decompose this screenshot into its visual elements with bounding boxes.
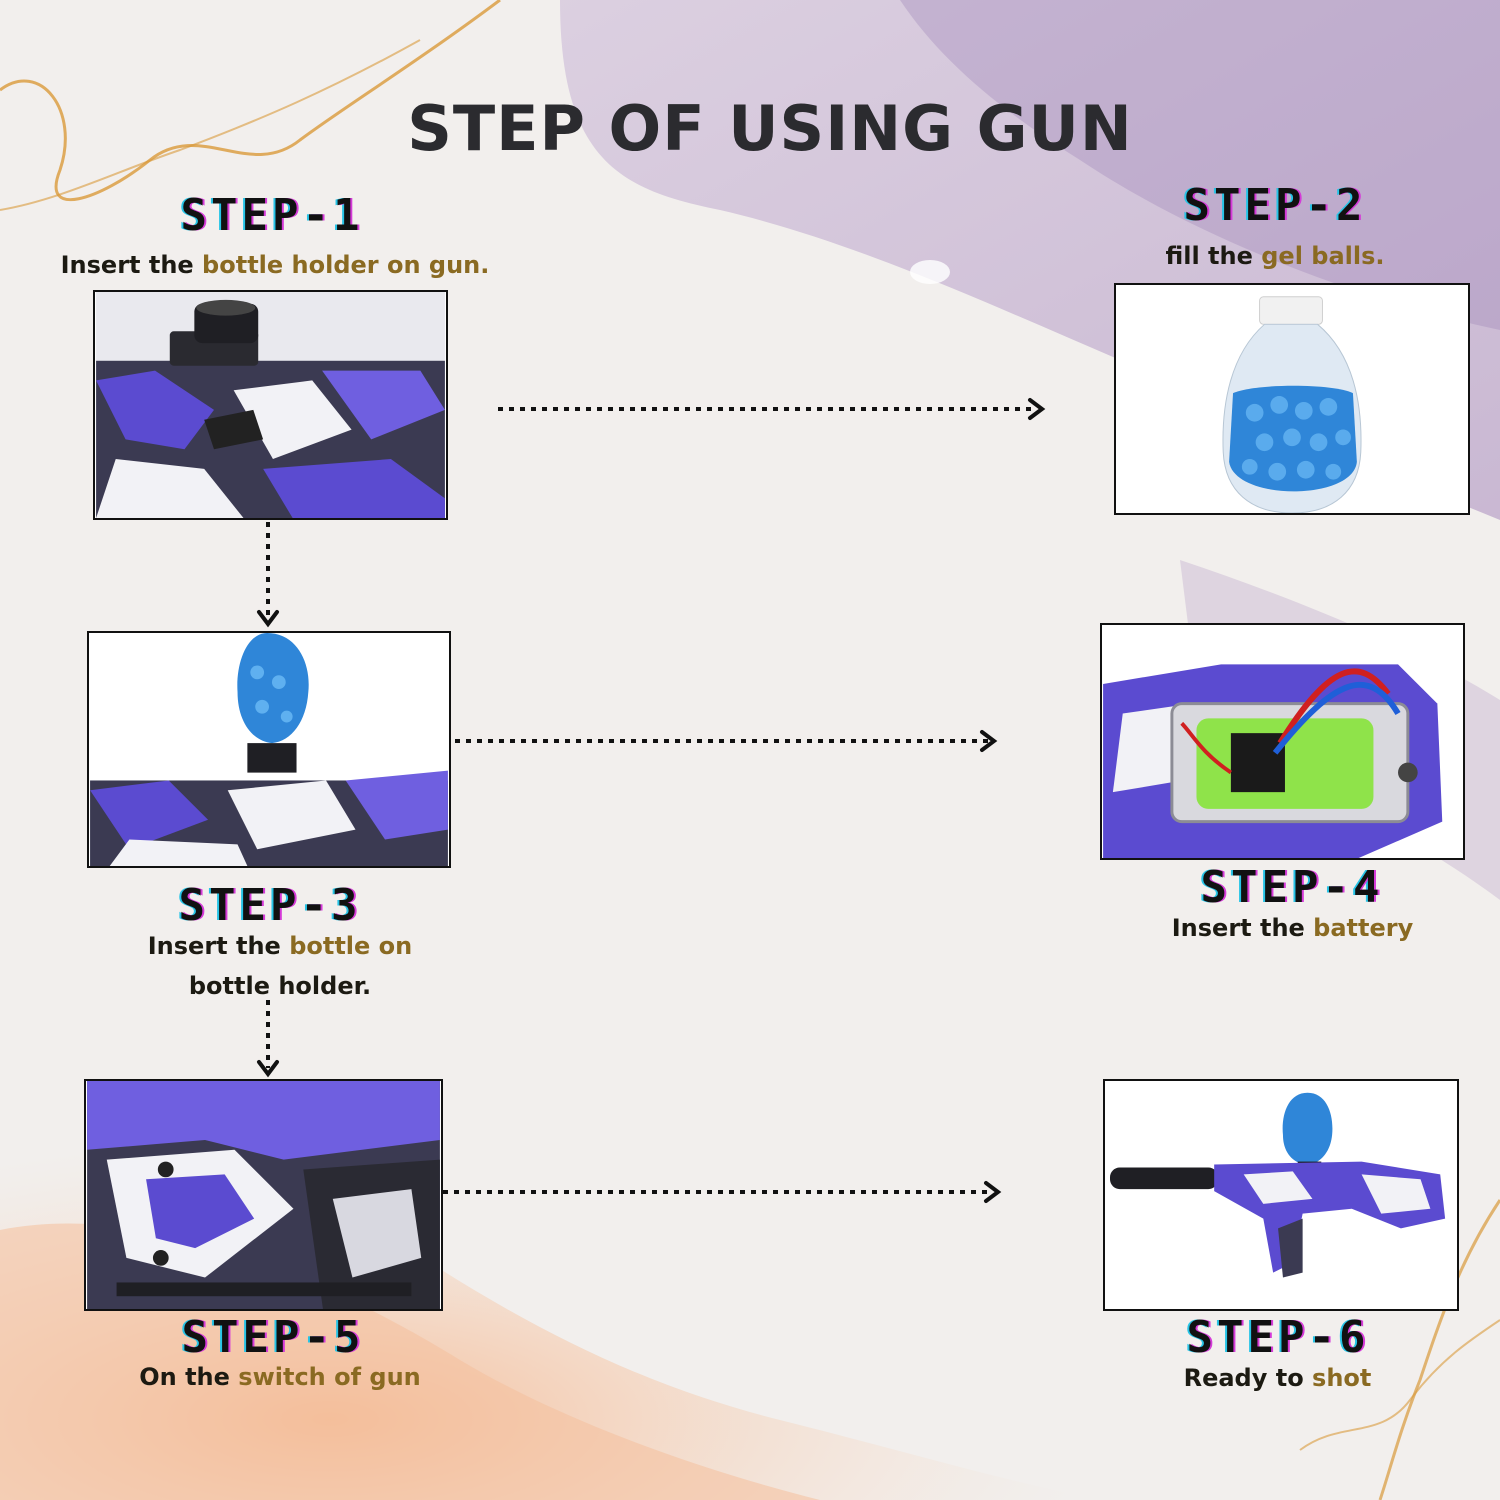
step-5-photo: [84, 1079, 443, 1311]
step-5-caption: On the switch of gun: [139, 1363, 421, 1391]
step-1-caption: Insert the bottle holder on gun.: [60, 251, 490, 279]
step-3-photo: [87, 631, 451, 868]
page-title: STEP OF USING GUN: [407, 92, 1133, 165]
step-2-caption: fill the gel balls.: [1165, 242, 1385, 270]
step-4-label: STEP-4: [1200, 862, 1384, 913]
step-4-caption: Insert the battery: [1171, 914, 1414, 942]
bottle-on-holder-image: [90, 633, 448, 866]
battery-compartment-image: [1103, 625, 1462, 858]
step-4-photo: [1100, 623, 1465, 860]
step-6-caption: Ready to shot: [1183, 1364, 1372, 1392]
gel-ball-bottle-image: [1117, 285, 1467, 513]
gun-receiver-image: [96, 292, 445, 518]
step-3-label: STEP-3: [178, 880, 362, 931]
step-5-label: STEP-5: [181, 1312, 365, 1363]
step-6-photo: [1103, 1079, 1459, 1311]
step-6-label: STEP-6: [1186, 1312, 1370, 1363]
step-1-photo: [93, 290, 448, 520]
assembled-gel-blaster-image: [1106, 1081, 1456, 1309]
step-2-photo: [1114, 283, 1470, 515]
gun-stock-switch-image: [87, 1081, 440, 1309]
step-1-label: STEP-1: [180, 190, 364, 241]
step-2-label: STEP-2: [1183, 180, 1367, 231]
